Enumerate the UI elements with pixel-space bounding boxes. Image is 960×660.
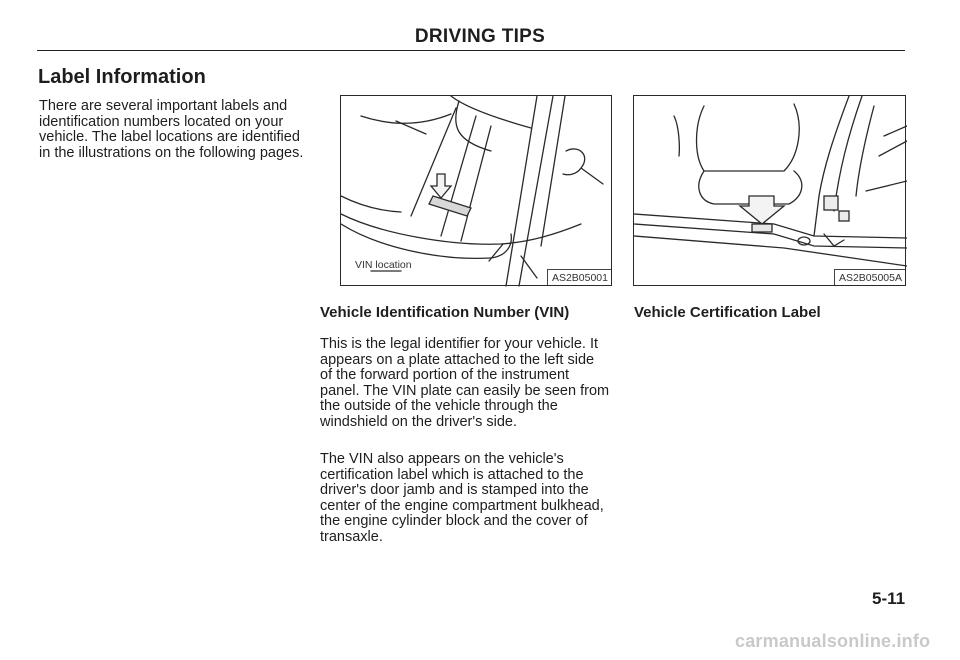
certification-label-figure: AS2B05005A <box>633 95 907 286</box>
vin-figure-caption: VIN location <box>355 259 412 271</box>
cert-section-title: Vehicle Certification Label <box>634 304 821 321</box>
section-title: Label Information <box>38 66 206 88</box>
vin-paragraph-2: The VIN also appears on the vehicle's ce… <box>320 451 604 545</box>
vin-location-illustration <box>341 96 604 287</box>
header-divider <box>37 50 905 51</box>
page-header-title: DRIVING TIPS <box>414 26 546 47</box>
vin-location-figure: VIN location AS2B05001 <box>340 95 612 287</box>
page-number: 5-11 <box>872 589 906 608</box>
vin-figure-code: AS2B05001 <box>546 269 611 285</box>
vin-paragraph-1: This is the legal identifier for your ve… <box>320 336 610 430</box>
intro-paragraph: There are several important labels and i… <box>39 98 304 161</box>
cert-figure-code: AS2B05005A <box>833 269 905 285</box>
vin-section-title: Vehicle Identification Number (VIN) <box>320 304 570 321</box>
certification-label-illustration <box>634 96 907 267</box>
watermark: carmanualsonline.info <box>735 631 931 651</box>
